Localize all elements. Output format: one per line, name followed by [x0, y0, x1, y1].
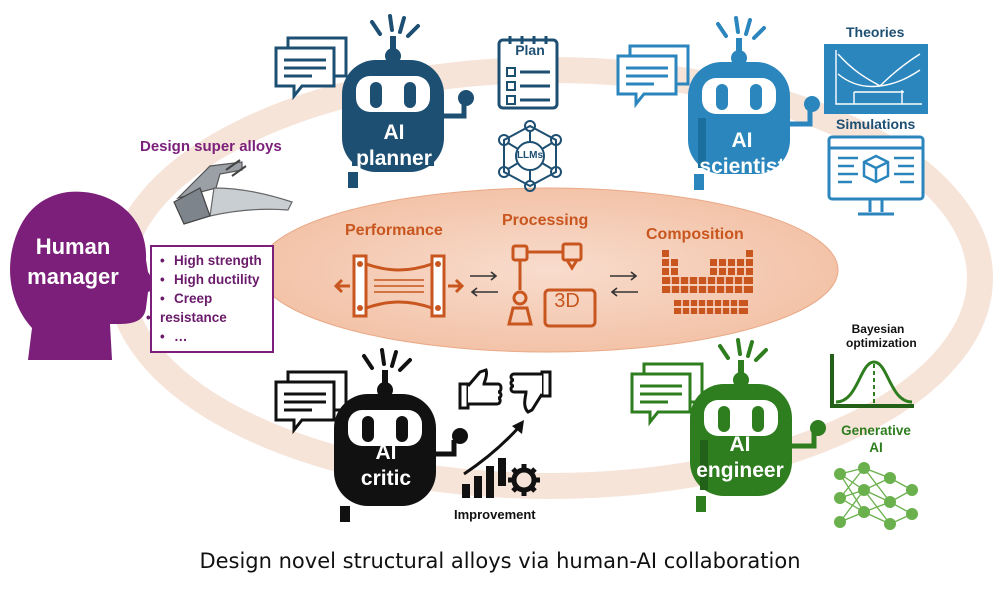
human-label-line2: manager	[27, 264, 119, 289]
exchange-arrows-2	[610, 271, 638, 297]
printer-icon	[507, 242, 597, 328]
bayesian-label: Bayesian optimization	[846, 322, 917, 350]
scientist-speech-bubbles-icon	[616, 44, 690, 109]
requirement-item: …	[160, 327, 272, 346]
ai-scientist-line1: AI	[731, 129, 753, 152]
bell-curve-icon	[830, 354, 914, 408]
requirements-box: High strength High ductility Creep resis…	[146, 245, 274, 353]
critic-speech-bubbles-icon	[274, 370, 348, 435]
improvement-label: Improvement	[454, 507, 536, 522]
processing-label: Processing	[502, 212, 589, 229]
ai-planner-line2: planner	[356, 147, 432, 170]
ai-planner-robot-icon	[342, 14, 474, 188]
checklist-icon	[497, 36, 559, 110]
thumbs-icon	[458, 368, 552, 414]
bayesian-line2: optimization	[846, 336, 917, 350]
ai-engineer-line2: engineer	[696, 459, 784, 482]
ai-scientist-robot-icon	[688, 16, 820, 190]
human-label: Human manager	[18, 232, 128, 292]
tensile-test-icon	[334, 254, 464, 318]
requirement-item: High ductility	[160, 270, 272, 289]
growth-chart-icon	[462, 420, 540, 498]
ai-engineer-line1: AI	[729, 433, 751, 456]
theories-label: Theories	[846, 24, 905, 40]
ai-scientist-label: AI scientist	[692, 128, 792, 180]
phase-diagram-icon	[824, 44, 928, 114]
generative-line2: AI	[869, 440, 883, 455]
human-label-line1: Human	[35, 234, 111, 259]
performance-label: Performance	[345, 222, 443, 239]
figure-caption: Design novel structural alloys via human…	[199, 549, 801, 573]
requirement-item: High strength	[160, 251, 272, 270]
ai-planner-line1: AI	[383, 121, 405, 144]
requirement-item: Creep	[160, 289, 272, 308]
generative-ai-label: Generative AI	[838, 422, 914, 456]
engineer-speech-bubbles-icon	[630, 362, 704, 427]
human-head-icon	[10, 191, 158, 360]
ai-scientist-line2: scientist	[699, 155, 785, 178]
requirement-item-cont: resistance	[146, 308, 272, 327]
computer-icon	[827, 135, 925, 216]
ai-critic-label: AI critic	[340, 440, 432, 492]
bayesian-line1: Bayesian	[851, 322, 905, 336]
ai-planner-label: AI planner	[348, 120, 440, 172]
printer-3d-label: 3D	[554, 290, 580, 312]
network-icon	[498, 120, 562, 192]
plan-label: Plan	[515, 42, 545, 58]
ai-critic-robot-icon	[334, 348, 468, 522]
neural-network-icon	[834, 462, 918, 530]
ai-critic-line1: AI	[375, 441, 397, 464]
generative-line1: Generative	[841, 423, 911, 438]
turbine-blade-icon	[173, 159, 293, 225]
ai-engineer-robot-icon	[690, 338, 826, 512]
ai-critic-line2: critic	[360, 467, 412, 490]
periodic-table-icon	[662, 250, 753, 314]
planner-speech-bubbles-icon	[274, 36, 348, 101]
ai-engineer-label: AI engineer	[690, 432, 790, 484]
simulations-label: Simulations	[836, 116, 916, 132]
exchange-arrows-1	[470, 271, 498, 297]
llms-label: LLMs	[516, 150, 544, 161]
composition-label: Composition	[646, 226, 744, 243]
human-task: Design super alloys	[140, 138, 282, 155]
